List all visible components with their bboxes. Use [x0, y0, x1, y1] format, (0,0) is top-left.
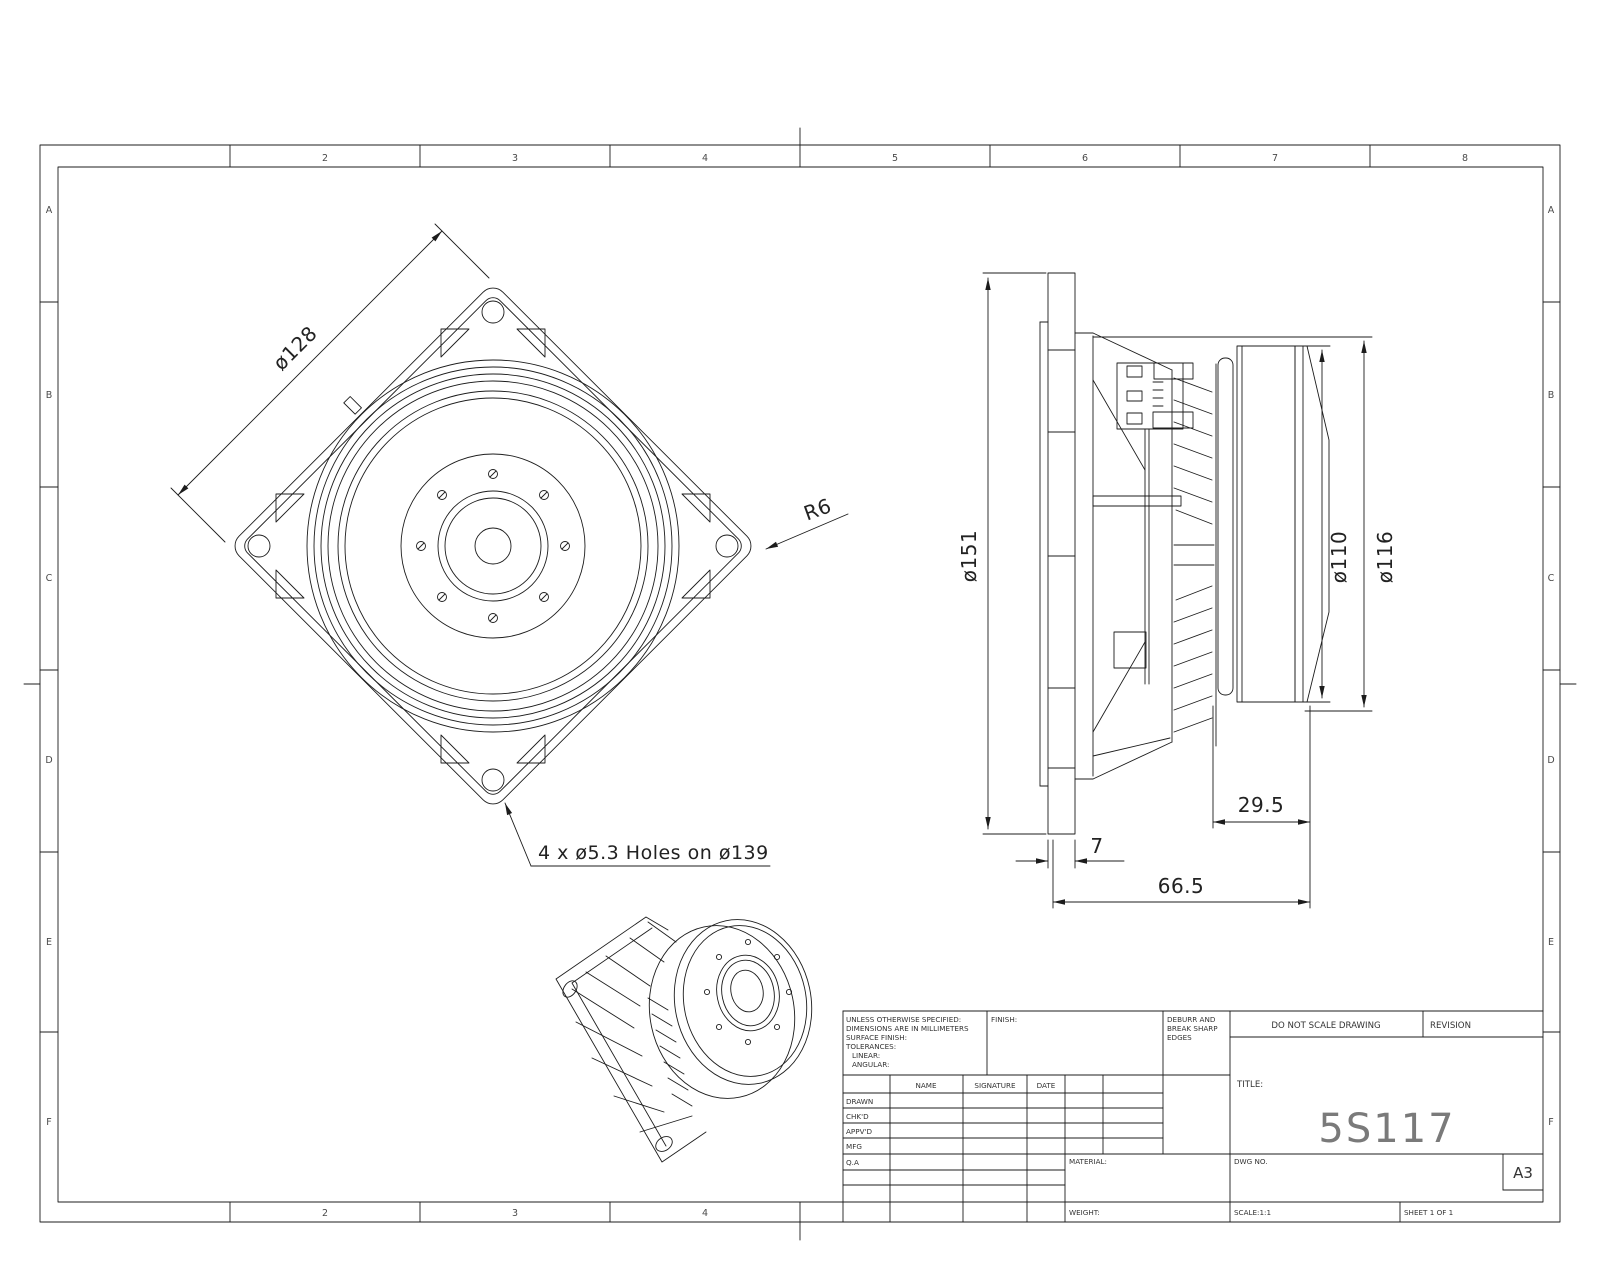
paper-size-label: A3 [1513, 1164, 1533, 1182]
do-not-scale-label: DO NOT SCALE DRAWING [1271, 1021, 1380, 1031]
title-block-text: UNLESS OTHERWISE SPECIFIED: DIMENSIONS A… [845, 1015, 1533, 1217]
zone-top-5: 5 [892, 153, 898, 164]
row-chkd: CHK'D [846, 1112, 869, 1121]
zone-top-8: 8 [1462, 153, 1468, 164]
tolerance-note-1: UNLESS OTHERWISE SPECIFIED: [846, 1015, 961, 1024]
zone-left-d: D [45, 755, 52, 766]
front-dim-outline: ø128 [268, 321, 322, 375]
zone-right-e: E [1548, 937, 1554, 948]
signature-column-label: SIGNATURE [974, 1081, 1016, 1090]
deburr-note-2: BREAK SHARP [1167, 1024, 1218, 1033]
row-appvd: APPV'D [846, 1127, 872, 1136]
corner-ear [440, 300, 546, 358]
front-view [234, 287, 752, 805]
dwg-no-label: DWG NO. [1234, 1157, 1268, 1166]
name-column-label: NAME [915, 1081, 936, 1090]
zone-top-2: 2 [322, 153, 328, 164]
iso-bolt-holes [703, 938, 793, 1046]
zone-left-f: F [46, 1117, 51, 1128]
deburr-note-3: EDGES [1167, 1033, 1192, 1042]
zone-labels: 2 3 4 5 6 7 8 2 3 4 A B C D E F A B C D … [45, 153, 1554, 1219]
sheet-label: SHEET 1 OF 1 [1404, 1208, 1453, 1217]
zone-right-d: D [1547, 755, 1554, 766]
date-column-label: DATE [1037, 1081, 1056, 1090]
tolerance-note-4: TOLERANCES: [845, 1042, 896, 1051]
zone-top-6: 6 [1082, 153, 1088, 164]
front-dim-corner-radius: R6 [801, 493, 835, 525]
title-label: TITLE: [1236, 1080, 1263, 1090]
zone-right-f: F [1548, 1117, 1553, 1128]
isometric-view [555, 916, 813, 1163]
zone-right-b: B [1548, 390, 1555, 401]
zone-right-c: C [1548, 573, 1555, 584]
zone-bottom-4: 4 [702, 1208, 708, 1219]
title-block [842, 1010, 1544, 1223]
side-view [1039, 272, 1330, 835]
zone-bottom-2: 2 [322, 1208, 328, 1219]
row-qa: Q.A [846, 1158, 859, 1167]
row-mfg: MFG [846, 1142, 862, 1151]
drawing-title: 5S117 [1318, 1106, 1455, 1152]
material-label: MATERIAL: [1069, 1157, 1107, 1166]
tolerance-note-2: DIMENSIONS ARE IN MILLIMETERS [846, 1024, 969, 1033]
zone-top-7: 7 [1272, 153, 1278, 164]
side-dim-magnet-od: ø110 [1327, 531, 1351, 583]
finish-label: FINISH: [991, 1015, 1017, 1024]
tolerance-note-3: SURFACE FINISH: [846, 1033, 907, 1042]
deburr-note-1: DEBURR AND [1167, 1015, 1216, 1024]
zone-top-4: 4 [702, 153, 708, 164]
row-drawn: DRAWN [846, 1097, 873, 1106]
zone-left-e: E [46, 937, 52, 948]
tolerance-note-6: ANGULAR: [852, 1060, 889, 1069]
side-view-dimensions [982, 272, 1373, 909]
front-view-dimensions [170, 223, 849, 867]
zone-left-a: A [46, 205, 53, 216]
sheet-border [23, 127, 1577, 1241]
zone-bottom-3: 3 [512, 1208, 518, 1219]
side-dim-magnet-depth: 29.5 [1238, 793, 1285, 817]
side-dim-flange-thk: 7 [1090, 834, 1103, 858]
zone-left-b: B [46, 390, 53, 401]
side-dim-flange-od: ø151 [957, 530, 981, 582]
side-dim-overall-depth: 66.5 [1158, 874, 1205, 898]
zone-right-a: A [1548, 205, 1555, 216]
zone-left-c: C [46, 573, 53, 584]
hub-screws [416, 469, 570, 623]
scale-label: SCALE:1:1 [1234, 1208, 1271, 1217]
weight-label: WEIGHT: [1069, 1208, 1100, 1217]
zone-top-3: 3 [512, 153, 518, 164]
front-holes-note: 4 x ø5.3 Holes on ø139 [538, 842, 769, 864]
tolerance-note-5: LINEAR: [852, 1051, 880, 1060]
side-dim-backplate-od: ø116 [1373, 531, 1397, 583]
revision-label: REVISION [1430, 1021, 1471, 1031]
